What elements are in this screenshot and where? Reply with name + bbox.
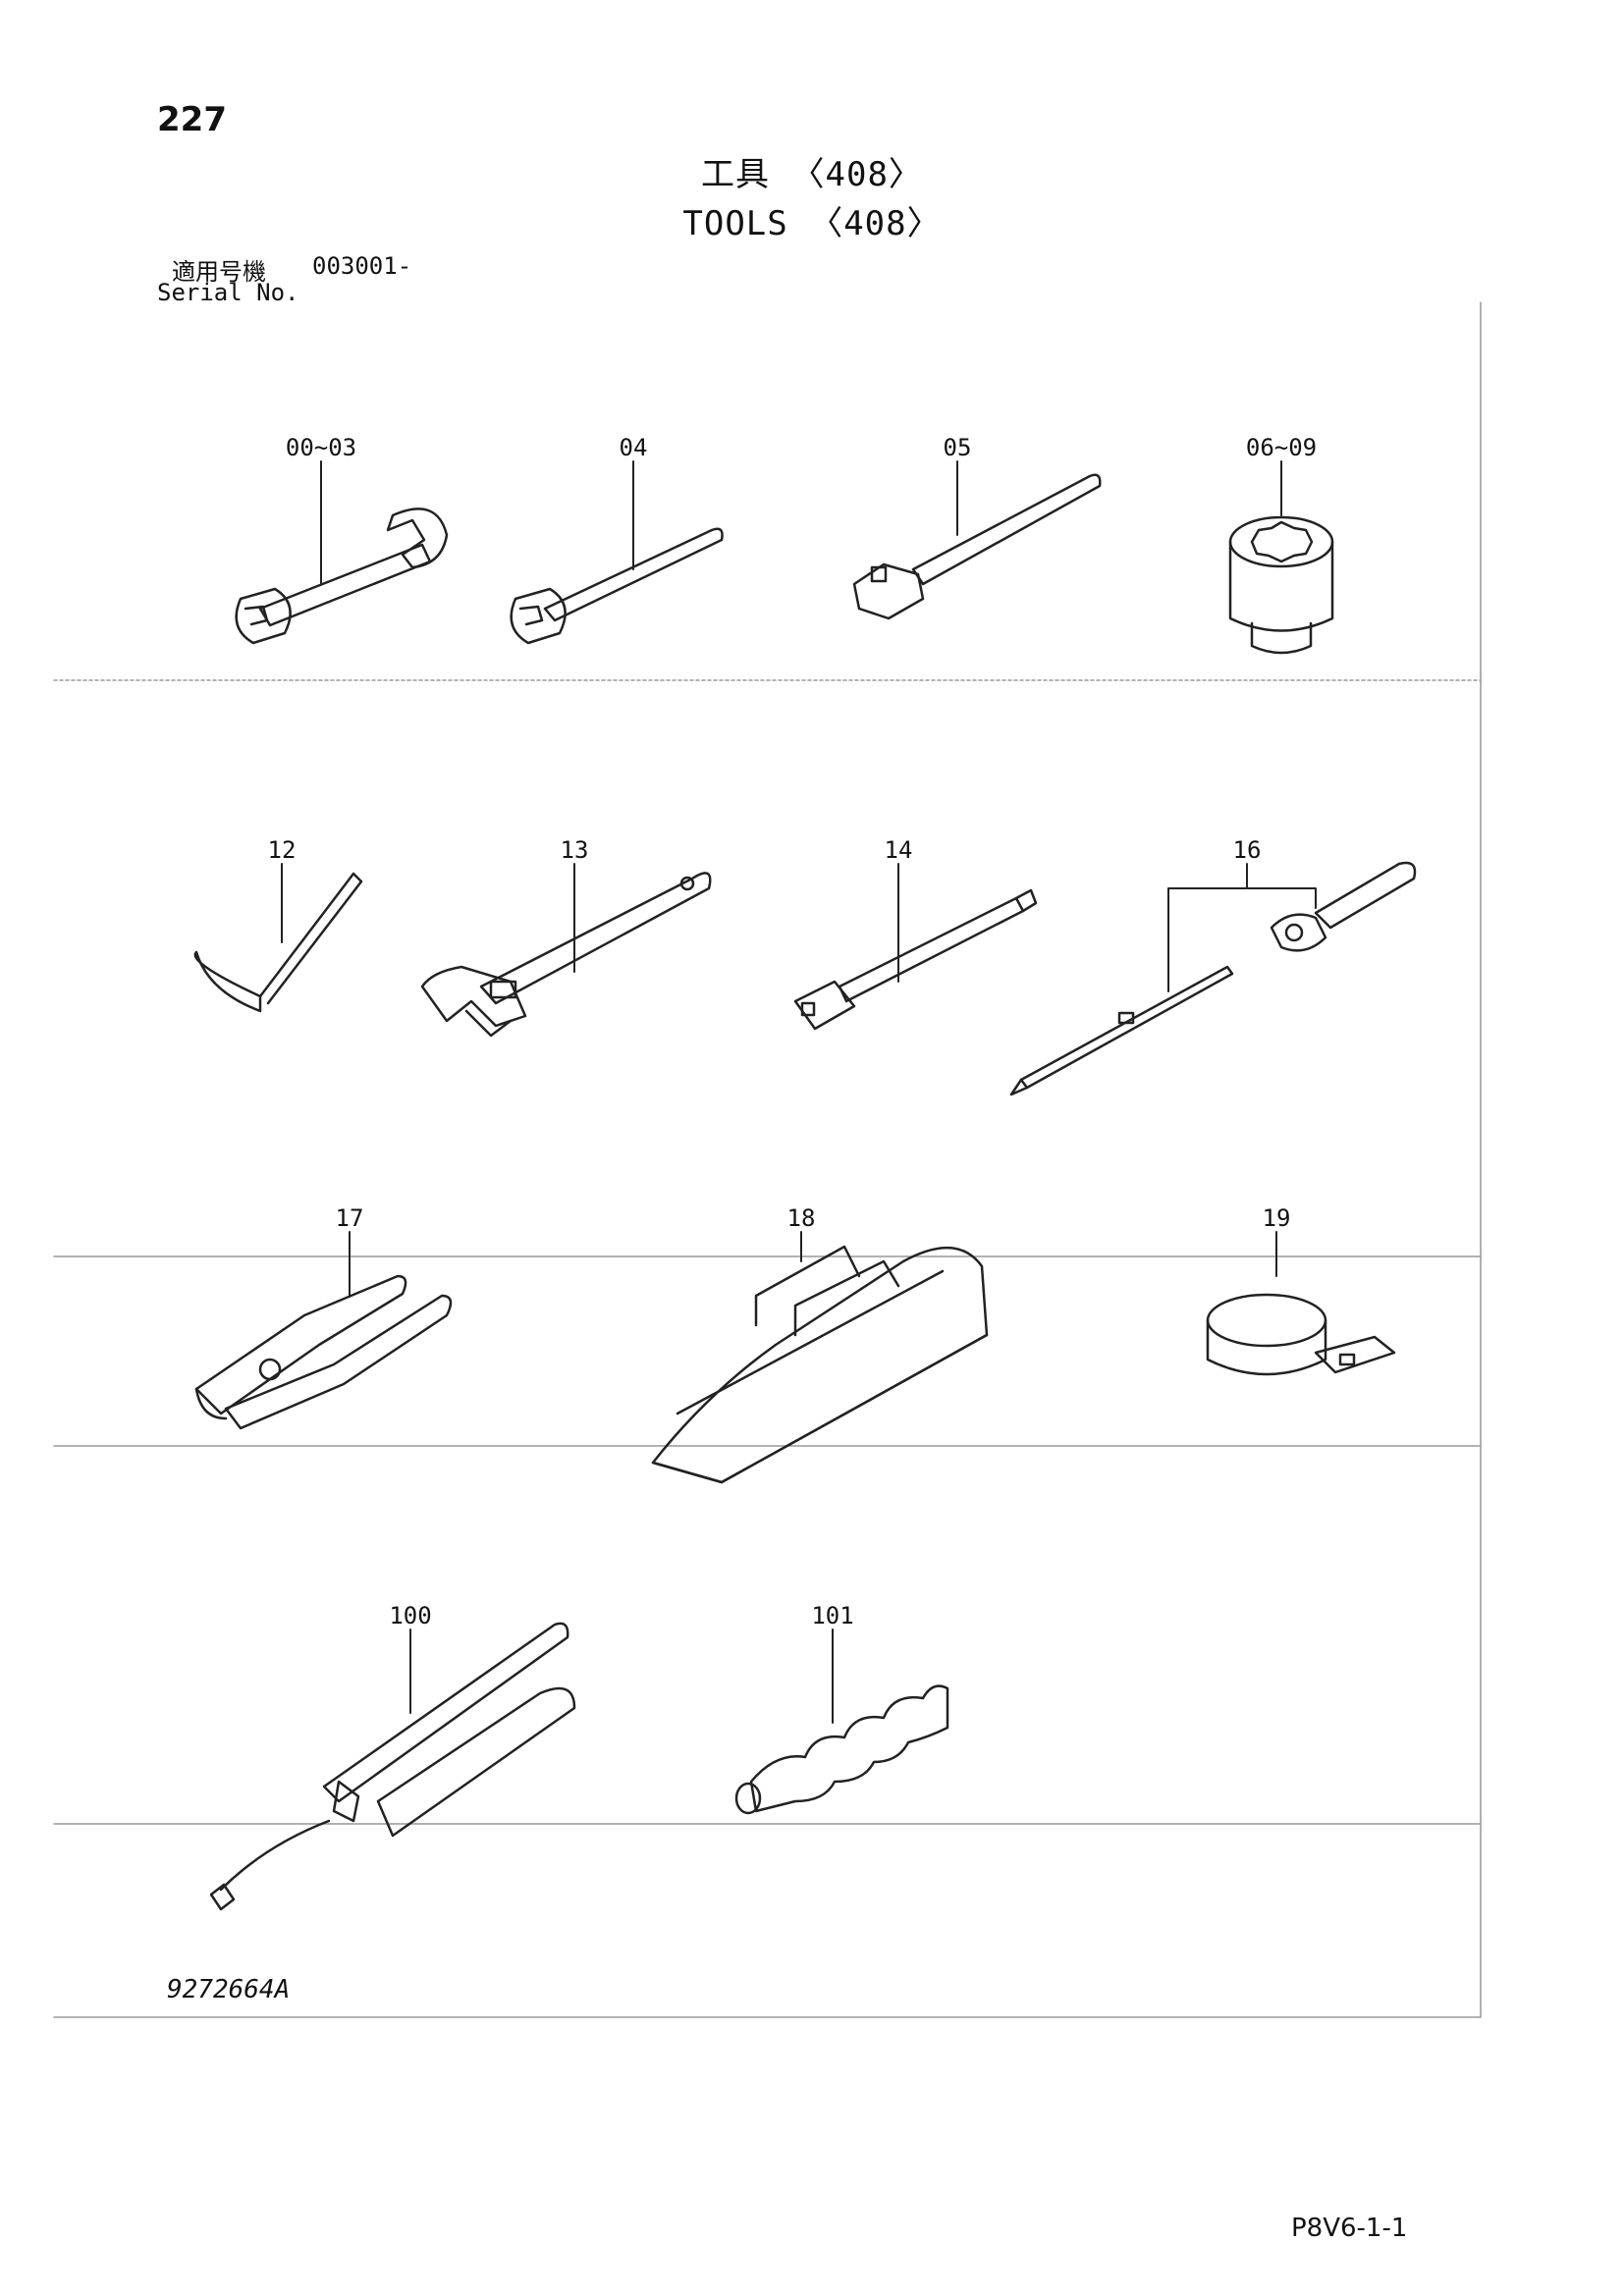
page-title-jp: 工具 〈408〉 — [701, 155, 923, 194]
serial-value: 003001- — [312, 252, 412, 280]
frame-lines — [53, 301, 1482, 2018]
callout-14: 14 — [885, 836, 913, 864]
callout-05: 05 — [944, 434, 972, 461]
serial-label-en: Serial No. — [157, 279, 299, 306]
callout-00-03: 00~03 — [286, 434, 356, 461]
band-wrench-icon — [1206, 1231, 1396, 1376]
callout-16: 16 — [1233, 836, 1262, 864]
extension-bar-icon — [793, 863, 1038, 1031]
document-code: P8V6-1-1 — [1291, 2214, 1408, 2243]
adjustable-wrench-icon — [420, 863, 712, 1038]
page-number: 227 — [157, 100, 227, 139]
callout-18: 18 — [787, 1204, 816, 1232]
serial-label-jp: 適用号機 — [172, 258, 266, 286]
pliers-icon — [194, 1231, 453, 1430]
grease-gun-icon — [209, 1622, 576, 1911]
callout-13: 13 — [561, 836, 589, 864]
callout-12: 12 — [268, 836, 297, 864]
screwdriver-icon — [1009, 861, 1417, 1096]
hex-key-icon — [193, 863, 363, 1013]
open-end-wrench-icon — [235, 460, 449, 645]
callout-06-09: 06~09 — [1246, 434, 1317, 461]
callout-04: 04 — [620, 434, 648, 461]
callout-101: 101 — [811, 1602, 853, 1629]
ratchet-handle-icon — [852, 460, 1102, 620]
callout-17: 17 — [336, 1204, 364, 1232]
grease-nozzle-hose-icon — [734, 1629, 949, 1815]
tool-bag-icon — [651, 1231, 989, 1484]
drawing-number: 9272664A — [167, 1975, 291, 2004]
page-title-en: TOOLS 〈408〉 — [682, 204, 942, 243]
callout-labels: 00~03 04 05 06~09 12 13 14 16 17 18 19 1… — [268, 434, 1318, 1629]
single-end-wrench-icon — [510, 460, 724, 645]
callout-19: 19 — [1263, 1204, 1291, 1232]
callout-100: 100 — [389, 1602, 431, 1629]
socket-icon — [1228, 460, 1334, 655]
